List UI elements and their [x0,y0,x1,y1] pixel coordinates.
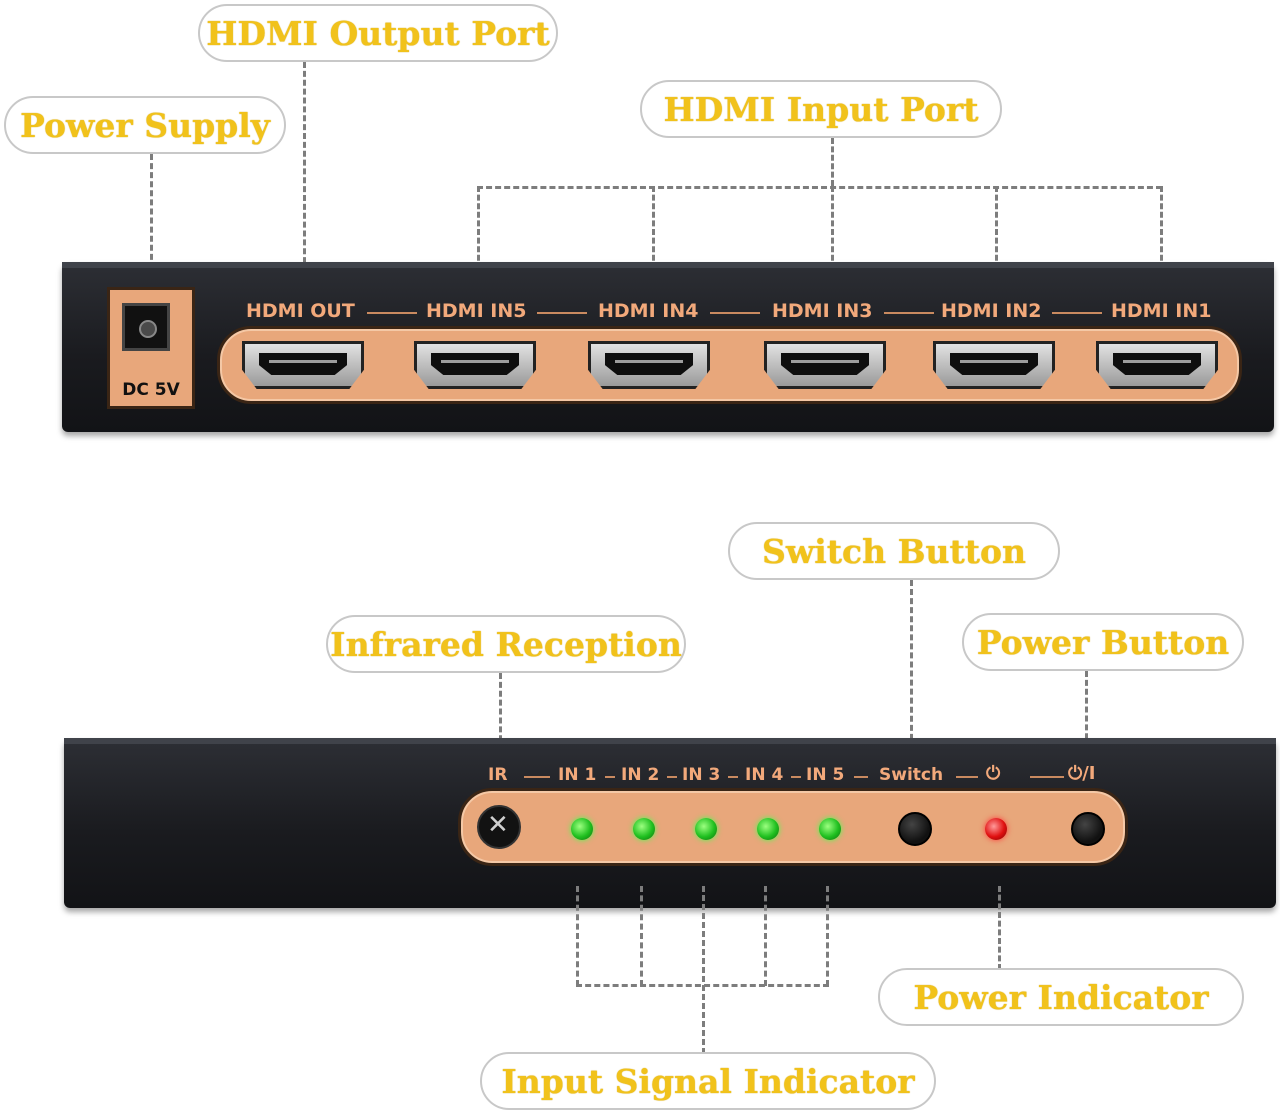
label-switch: Switch [879,765,944,785]
label-in5: IN 5 [806,765,845,785]
power-led-symbol: ⏻ [986,763,1001,784]
port-pins [615,360,683,363]
input-1-led [571,818,593,840]
label-divider [710,312,760,314]
switch-button[interactable] [898,812,932,846]
label-divider [956,776,978,778]
leader-hdmi-in2 [995,186,998,278]
label-hdmi-in5: HDMI IN5 [426,300,527,322]
leader-led-3 [702,886,705,1054]
label-divider [524,776,550,778]
power-indicator-led [985,818,1007,840]
port-pins [441,360,509,363]
label-hdmi-in4: HDMI IN4 [598,300,699,322]
leader-power-button [1085,671,1088,757]
front-panel-device: IR IN 1 IN 2 IN 3 IN 4 IN 5 Switch ⏻ ⏻/I… [64,738,1276,908]
label-hdmi-out: HDMI OUT [246,300,355,322]
device-top-edge [64,738,1276,744]
device-top-edge [62,262,1274,268]
leader-led-2 [640,886,643,986]
rear-panel-device: DC 5V HDMI OUT HDMI IN5 HDMI IN4 HDMI IN… [62,262,1274,432]
input-3-led [695,818,717,840]
label-in3: IN 3 [682,765,721,785]
callout-power-button: Power Button [962,613,1244,671]
dc-voltage-label: DC 5V [122,380,180,400]
leader-switch-button [910,580,913,758]
label-divider [884,312,934,314]
leader-hdmi-in1 [1160,186,1163,278]
leader-hdmi-in3 [831,186,834,278]
hdmi-in1-port[interactable] [1096,341,1218,389]
leader-hdmi-input-bus [477,186,1162,189]
hdmi-in2-port[interactable] [933,341,1055,389]
port-pins [791,360,859,363]
port-socket [950,353,1038,375]
label-divider [537,312,587,314]
label-divider [1030,776,1064,778]
label-in4: IN 4 [745,765,784,785]
callout-infrared-reception: Infrared Reception [326,615,686,673]
input-2-led [633,818,655,840]
power-button-symbol: ⏻/I [1068,763,1096,784]
dc-power-jack-panel: DC 5V [107,287,195,409]
port-socket [431,353,519,375]
ir-glyph: ✕ [487,810,509,840]
port-pins [1123,360,1191,363]
leader-hdmi-input-main [831,138,834,186]
label-divider [854,776,868,778]
port-socket [259,353,347,375]
leader-led-4 [764,886,767,986]
dc-pin-icon [139,320,157,338]
leader-hdmi-output [303,62,306,272]
callout-hdmi-output-port: HDMI Output Port [198,4,558,62]
label-in2: IN 2 [621,765,660,785]
callout-switch-button: Switch Button [728,522,1060,580]
leader-hdmi-in4 [652,186,655,278]
label-divider [605,776,615,778]
leader-hdmi-in5 [477,186,480,278]
hdmi-in3-port[interactable] [764,341,886,389]
port-pins [960,360,1028,363]
hdmi-in5-port[interactable] [414,341,536,389]
label-divider [728,776,738,778]
port-socket [781,353,869,375]
leader-led-1 [576,886,579,986]
leader-infrared [499,673,502,759]
front-control-strip: ✕ [458,788,1128,866]
label-divider [667,776,677,778]
port-pins [269,360,337,363]
leader-input-bus [576,984,829,987]
label-hdmi-in2: HDMI IN2 [941,300,1042,322]
port-socket [605,353,693,375]
port-socket [1113,353,1201,375]
label-in1: IN 1 [558,765,597,785]
input-4-led [757,818,779,840]
ir-receiver-window: ✕ [477,805,521,849]
callout-input-signal-indicator: Input Signal Indicator [480,1052,936,1110]
leader-led-5 [826,886,829,986]
hdmi-port-strip [217,326,1242,404]
label-divider [791,776,801,778]
callout-hdmi-input-port: HDMI Input Port [640,80,1002,138]
callout-power-indicator: Power Indicator [878,968,1244,1026]
dc-power-jack[interactable] [122,303,170,351]
callout-power-supply: Power Supply [4,96,286,154]
power-button[interactable] [1071,812,1105,846]
label-hdmi-in1: HDMI IN1 [1111,300,1212,322]
leader-power-supply [150,154,153,278]
label-hdmi-in3: HDMI IN3 [772,300,873,322]
label-ir: IR [488,765,508,785]
leader-power-indicator [998,886,1001,970]
label-divider [1052,312,1102,314]
input-5-led [819,818,841,840]
label-divider [367,312,417,314]
hdmi-in4-port[interactable] [588,341,710,389]
hdmi-out-port[interactable] [242,341,364,389]
